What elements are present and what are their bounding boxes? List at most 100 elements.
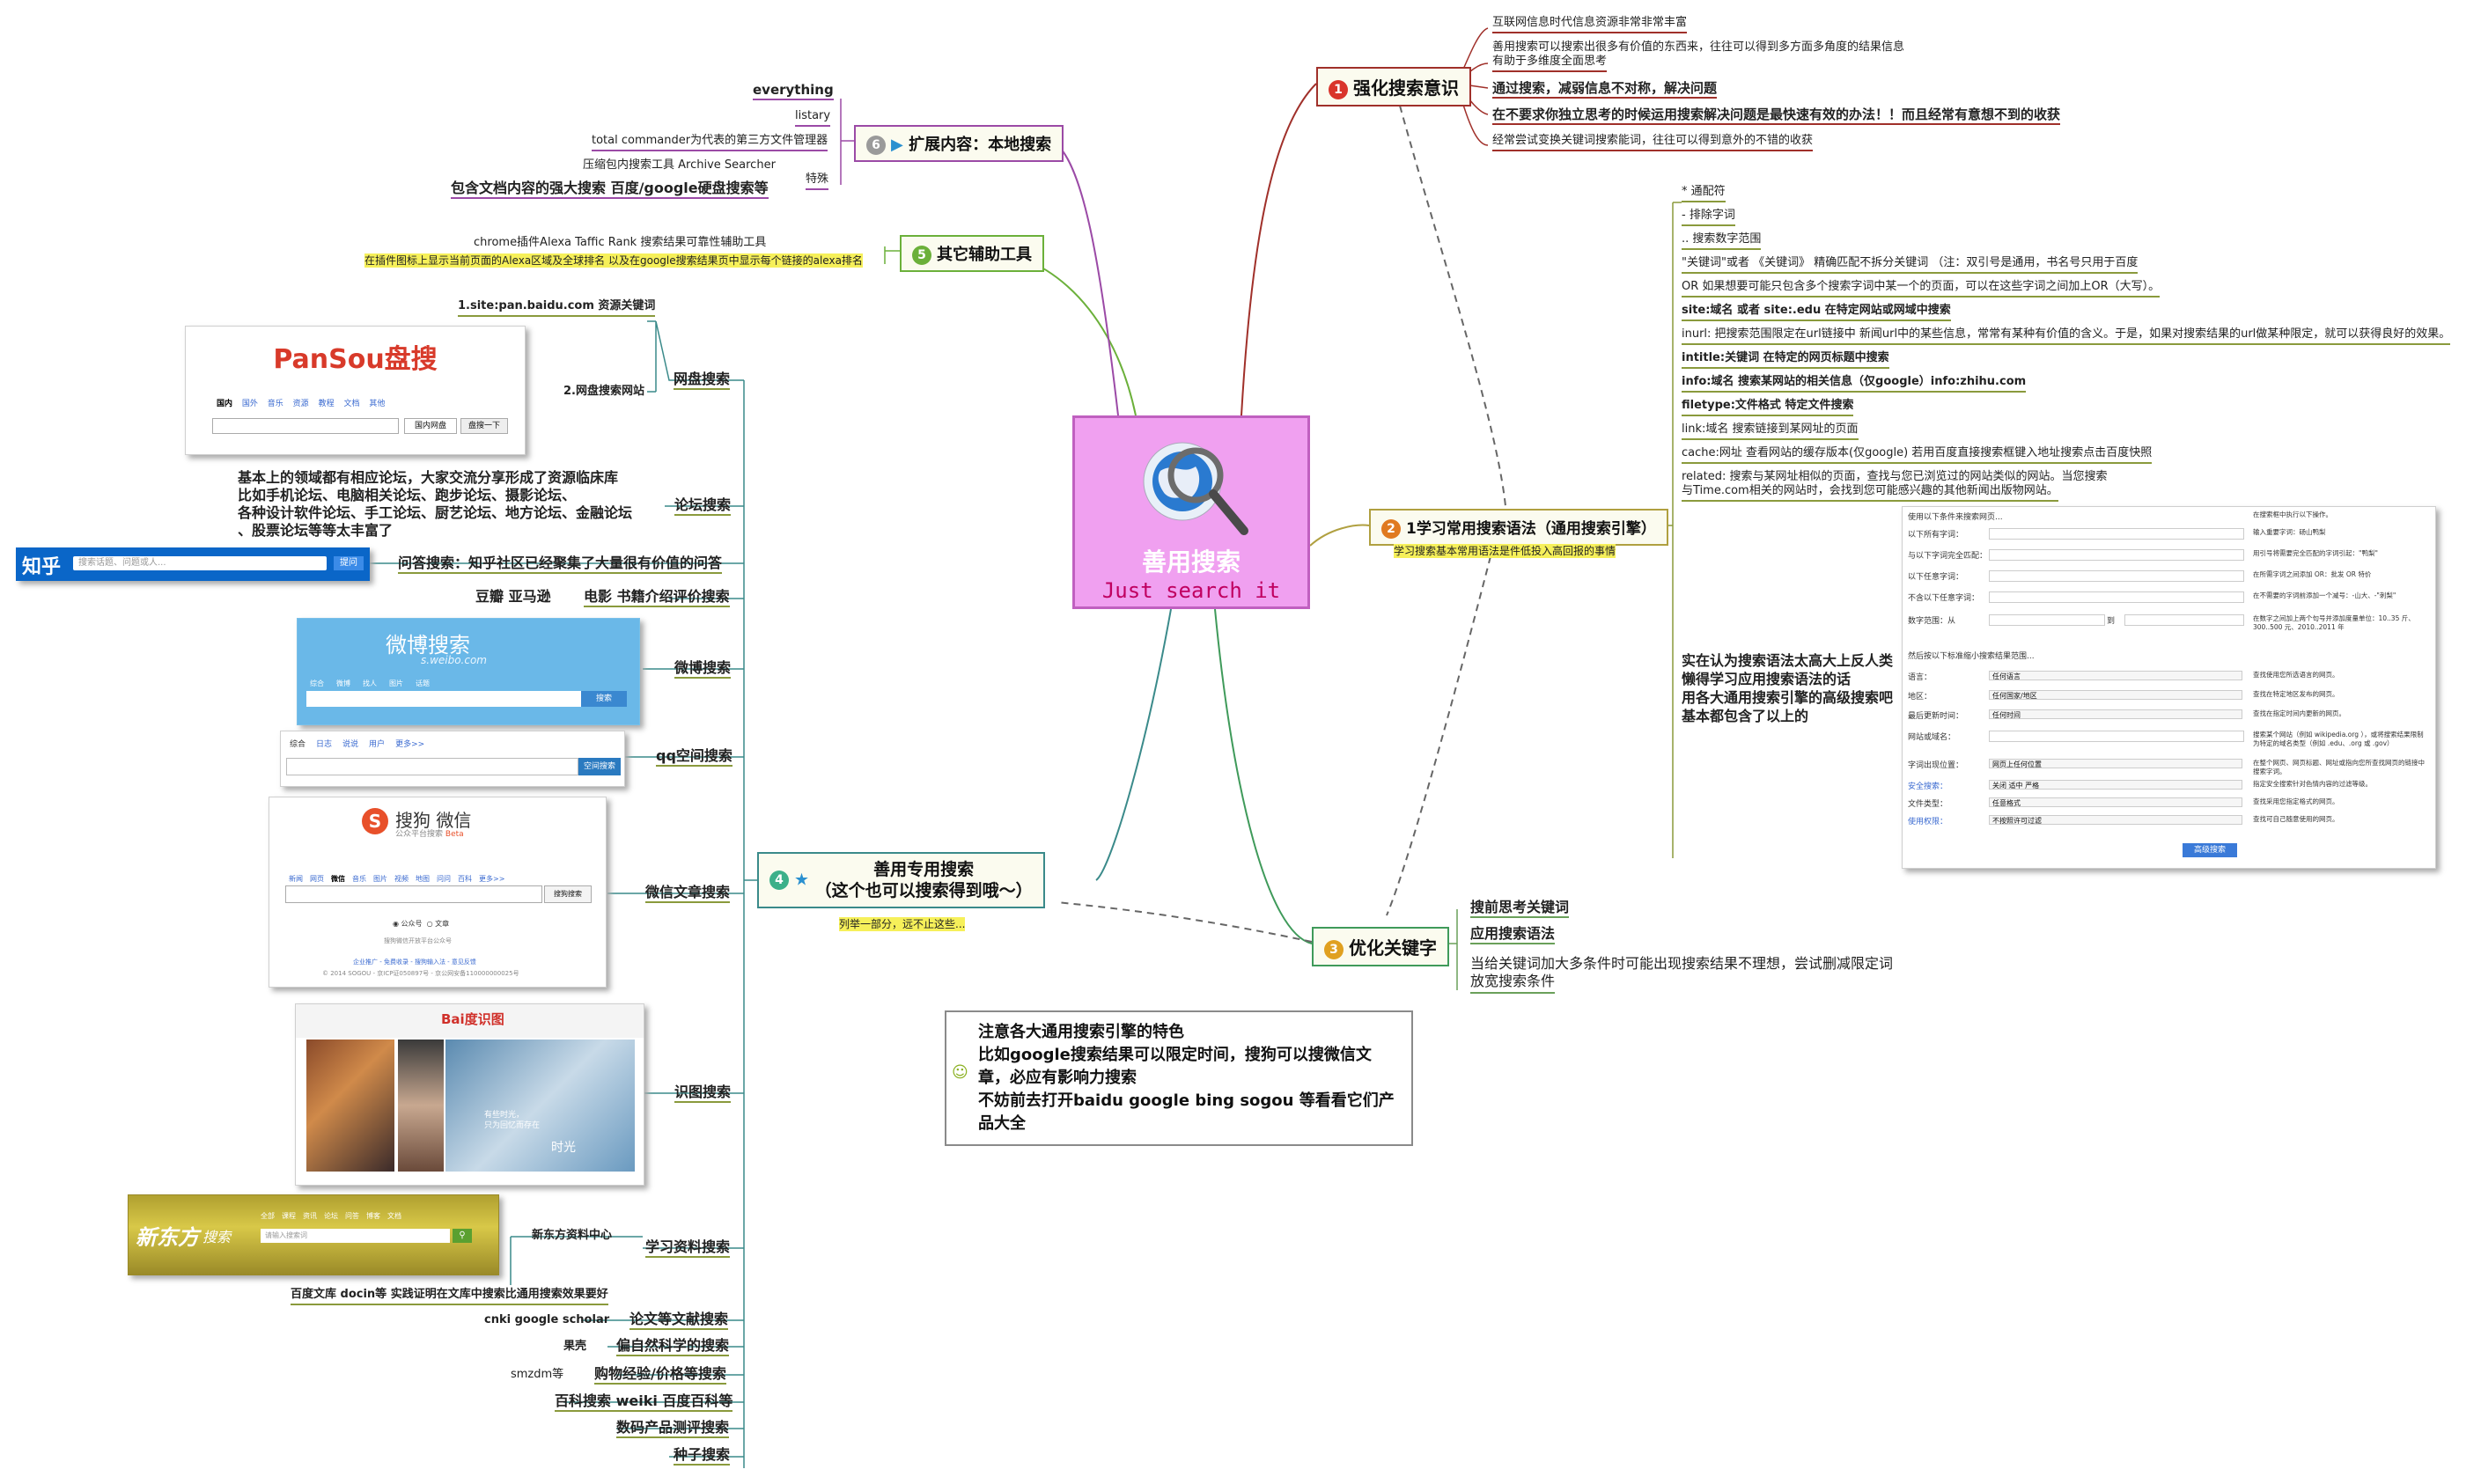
pansou-search-button[interactable]: 盘搜一下	[460, 418, 508, 434]
tab[interactable]: 图片	[389, 680, 403, 687]
xdf-logo: 新东方	[136, 1225, 199, 1250]
radio-label[interactable]: 文章	[435, 920, 450, 928]
tab[interactable]: 综合	[290, 740, 306, 749]
tab[interactable]: 博客	[366, 1212, 380, 1220]
tab[interactable]: 找人	[363, 680, 377, 687]
adv-form-field[interactable]: 任意格式	[1989, 797, 2242, 807]
adv-form-field[interactable]	[1989, 528, 2244, 540]
topic1-item: 善用搜索可以搜索出很多有价值的东西来，往往可以得到多方面多角度的结果信息	[1492, 40, 1905, 54]
topic-specialized-search[interactable]: 4★ 善用专用搜索 （这个也可以搜索得到哦～）	[757, 852, 1045, 908]
adv-form-hint: 在数字之间加上两个句号并添加度量单位：10..35 斤、300..500 元、2…	[2253, 614, 2415, 631]
adv-form-field[interactable]	[1989, 614, 2105, 626]
adv-form-field[interactable]	[1989, 549, 2244, 561]
tab[interactable]: 百科	[458, 875, 472, 883]
adv-form-field[interactable]: 任何时间	[1989, 709, 2242, 719]
tab[interactable]: 文档	[387, 1212, 401, 1220]
adv-form-hint: 用引号将需要完全匹配的字词引起："鸭梨"	[2253, 549, 2378, 557]
tab[interactable]: 用户	[369, 740, 386, 749]
tab[interactable]: 图片	[373, 875, 387, 883]
adv-form-field[interactable]: 不按照许可过滤	[1989, 815, 2242, 825]
adv-form-field[interactable]: 任何语言	[1989, 671, 2242, 680]
tab[interactable]: 全部	[261, 1212, 275, 1220]
tab[interactable]: 问答	[345, 1212, 359, 1220]
qzone-screenshot: 综合 日志说说 用户更多>> 空间搜索	[280, 731, 625, 787]
wenku-note: 百度文库 docin等 实践证明在文库中搜索比通用搜索效果要好	[291, 1288, 608, 1305]
adv-form-field[interactable]: 网页上任何位置	[1989, 759, 2242, 768]
note-line: 基本都包含了以上的	[1682, 708, 1809, 724]
tab[interactable]: 国外	[241, 400, 258, 408]
tab[interactable]: 新闻	[289, 875, 303, 883]
douban-amazon: 豆瓣 亚马逊	[475, 588, 551, 605]
xdf-search-input[interactable]: 请输入搜索词	[261, 1229, 450, 1243]
tab[interactable]: 文档	[343, 400, 360, 408]
adv-form-hint: 在整个网页、网页标题、网址或指向您所查找网页的链接中搜索字词。	[2253, 759, 2425, 775]
tab[interactable]: 说说	[342, 740, 359, 749]
central-topic[interactable]: 善用搜索 Just search it	[1072, 415, 1310, 609]
topic-label: 优化关键字	[1349, 937, 1437, 959]
branch-torrent: 种子搜索	[674, 1448, 731, 1466]
tab[interactable]: 更多>>	[479, 875, 505, 883]
tab[interactable]: 音乐	[352, 875, 366, 883]
topic-label: 1学习常用搜索语法（通用搜索引擎）	[1406, 520, 1656, 538]
tab[interactable]: 视频	[394, 875, 409, 883]
topic2-note: 学习搜索基本常用语法是件低投入高回报的事情	[1394, 544, 1616, 558]
qzone-search-button[interactable]: 空间搜索	[578, 758, 621, 775]
tab[interactable]: 更多>>	[395, 740, 425, 749]
sogou-search-input[interactable]	[285, 885, 542, 903]
tab[interactable]: 国内	[217, 400, 233, 408]
tab[interactable]: 论坛	[324, 1212, 338, 1220]
adv-form-field[interactable]	[1989, 731, 2244, 742]
zhihu-search-input[interactable]: 搜索话题、问题或人...	[73, 556, 327, 570]
tab[interactable]: 话题	[416, 680, 430, 687]
pansou-input[interactable]	[212, 418, 399, 434]
tab[interactable]: 课程	[282, 1212, 296, 1220]
topic-search-syntax[interactable]: 2 1学习常用搜索语法（通用搜索引擎）	[1369, 509, 1668, 546]
zhihu-ask-button[interactable]: 提问	[334, 556, 364, 570]
qzone-search-input[interactable]	[286, 758, 578, 775]
adv-form-label: 文件类型：	[1908, 800, 1948, 809]
tab[interactable]: 其他	[369, 400, 386, 408]
sogou-search-button[interactable]: 搜狗搜索	[544, 885, 592, 903]
topic3-item: 搜前思考关键词	[1470, 900, 1570, 918]
tab[interactable]: 综合	[310, 680, 324, 687]
tab[interactable]: 资讯	[303, 1212, 317, 1220]
tab[interactable]: 教程	[318, 400, 335, 408]
netdisk-site-item: 1.site:pan.baidu.com 资源关键词	[458, 299, 656, 317]
tab[interactable]: 音乐	[267, 400, 283, 408]
advanced-search-button[interactable]: 高级搜索	[2183, 843, 2237, 857]
pansou-select[interactable]: 国内网盘	[404, 418, 457, 434]
tab[interactable]: 地图	[416, 875, 430, 883]
tab[interactable]: 微信	[331, 875, 345, 883]
tab[interactable]: 问问	[437, 875, 451, 883]
adv-form-field[interactable]	[1989, 591, 2244, 603]
adv-form-hint: 查找在特定地区发布的网页。	[2253, 690, 2339, 698]
tab[interactable]: 网页	[310, 875, 324, 883]
note-line: 章，必应有影响力搜索	[978, 1069, 1137, 1087]
weibo-search-input[interactable]	[306, 691, 581, 707]
adv-form-field[interactable]: 关闭 适中 严格	[1989, 780, 2242, 790]
adv-form-field[interactable]	[2124, 614, 2244, 626]
radio-label[interactable]: 公众号	[401, 920, 423, 928]
branch-qzone: qq空间搜索	[656, 749, 733, 767]
topic-local-search[interactable]: 6▶ 扩展内容：本地搜索	[854, 125, 1064, 162]
local-item: 特殊	[806, 173, 829, 190]
adv-form-field[interactable]	[1989, 570, 2244, 582]
adv-form-field[interactable]: 任何国家/地区	[1989, 690, 2242, 700]
tab[interactable]: 日志	[316, 740, 333, 749]
adv-form-label: 地区：	[1908, 693, 1933, 702]
xdf-search-icon[interactable]: ⚲	[453, 1229, 472, 1243]
syntax-item: link:域名 搜索链接到某网址的页面	[1682, 422, 1859, 440]
tab[interactable]: 微博	[336, 680, 350, 687]
syntax-item: cache:网址 查看网站的缓存版本(仅google) 若用百度直接搜索框键入地…	[1682, 446, 2153, 464]
sub: 公众平台搜索	[395, 830, 444, 839]
number-badge: 2	[1381, 519, 1401, 539]
note-line: 实在认为搜索语法太高大上反人类	[1682, 652, 1894, 669]
weibo-search-button[interactable]: 搜索	[581, 691, 627, 707]
smile-icon: ☺	[952, 1063, 968, 1082]
sogou-radios: ◉ 公众号 ○ 文章	[393, 920, 450, 928]
tab[interactable]: 资源	[292, 400, 309, 408]
topic1-item: 通过搜索，减弱信息不对称，解决问题	[1492, 81, 1718, 99]
